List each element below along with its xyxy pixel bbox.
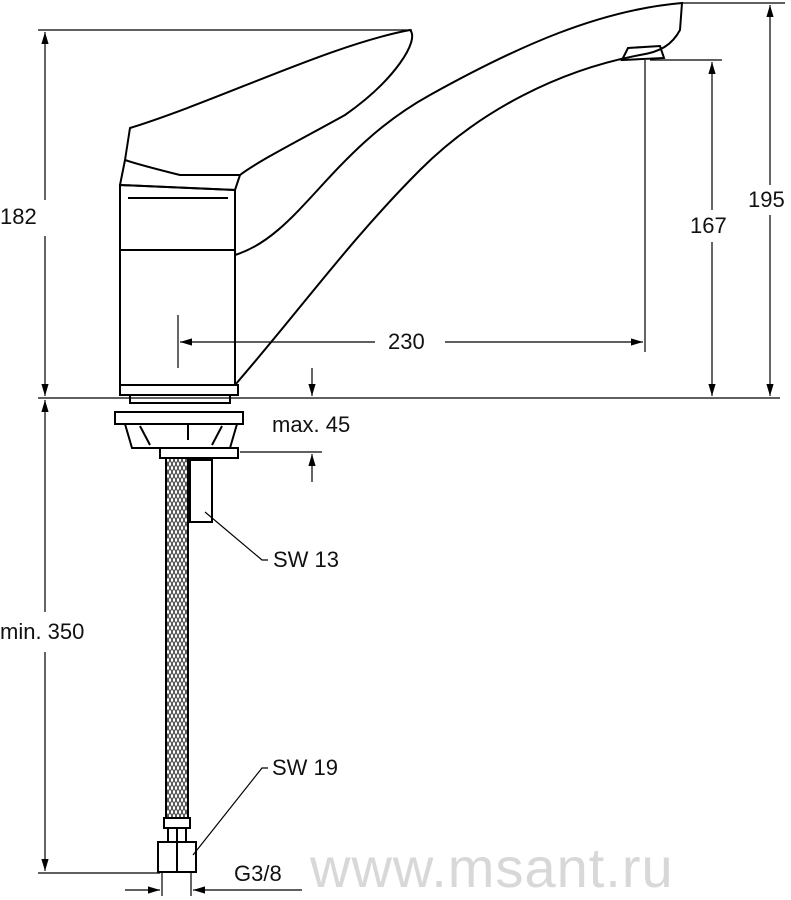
dim-182-label: 182 — [0, 204, 37, 229]
dim-min350-label: min. 350 — [0, 619, 85, 644]
thread-label: G3/8 — [234, 861, 282, 886]
dim-195-label: 195 — [748, 187, 785, 212]
sw13-label: SW 13 — [273, 547, 340, 572]
dimension-lines — [38, 2, 785, 896]
sw19-label: SW 19 — [272, 755, 339, 780]
dim-167-label: 167 — [690, 213, 727, 238]
watermark: www.msant.ru — [310, 836, 674, 899]
faucet-outline — [114, 1, 684, 873]
dim-230-label: 230 — [388, 329, 425, 354]
dim-max45-label: max. 45 — [272, 412, 351, 437]
